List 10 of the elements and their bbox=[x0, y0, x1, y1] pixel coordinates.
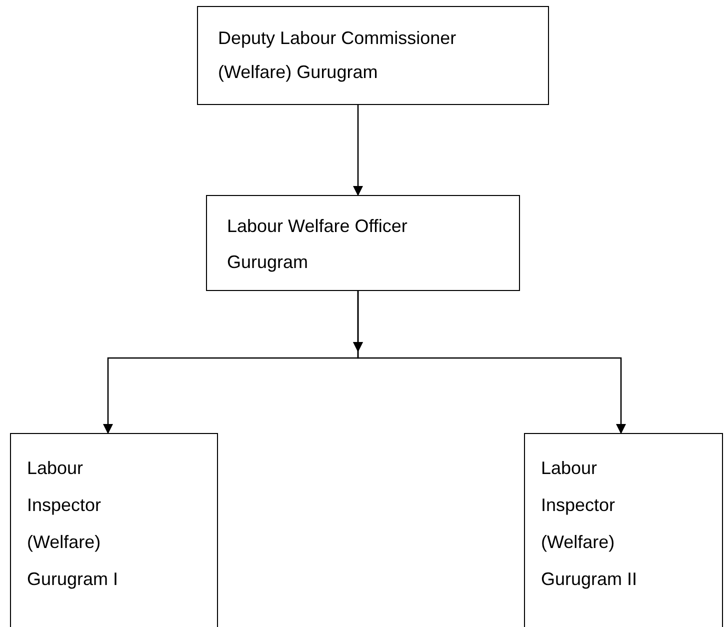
arrow bbox=[353, 105, 363, 196]
arrow bbox=[353, 291, 626, 434]
org-box bbox=[197, 6, 549, 105]
box-label: Labour Inspector (Welfare) Gurugram II bbox=[541, 457, 638, 591]
box-label: Deputy Labour Commissioner (Welfare) Gurugram bbox=[218, 27, 458, 84]
org-box bbox=[206, 195, 520, 291]
box-label: Labour Welfare Officer Gurugram bbox=[227, 215, 408, 274]
org-box bbox=[10, 433, 218, 627]
org-box bbox=[524, 433, 723, 627]
box-label: Labour Inspector (Welfare) Gurugram I bbox=[27, 457, 120, 591]
